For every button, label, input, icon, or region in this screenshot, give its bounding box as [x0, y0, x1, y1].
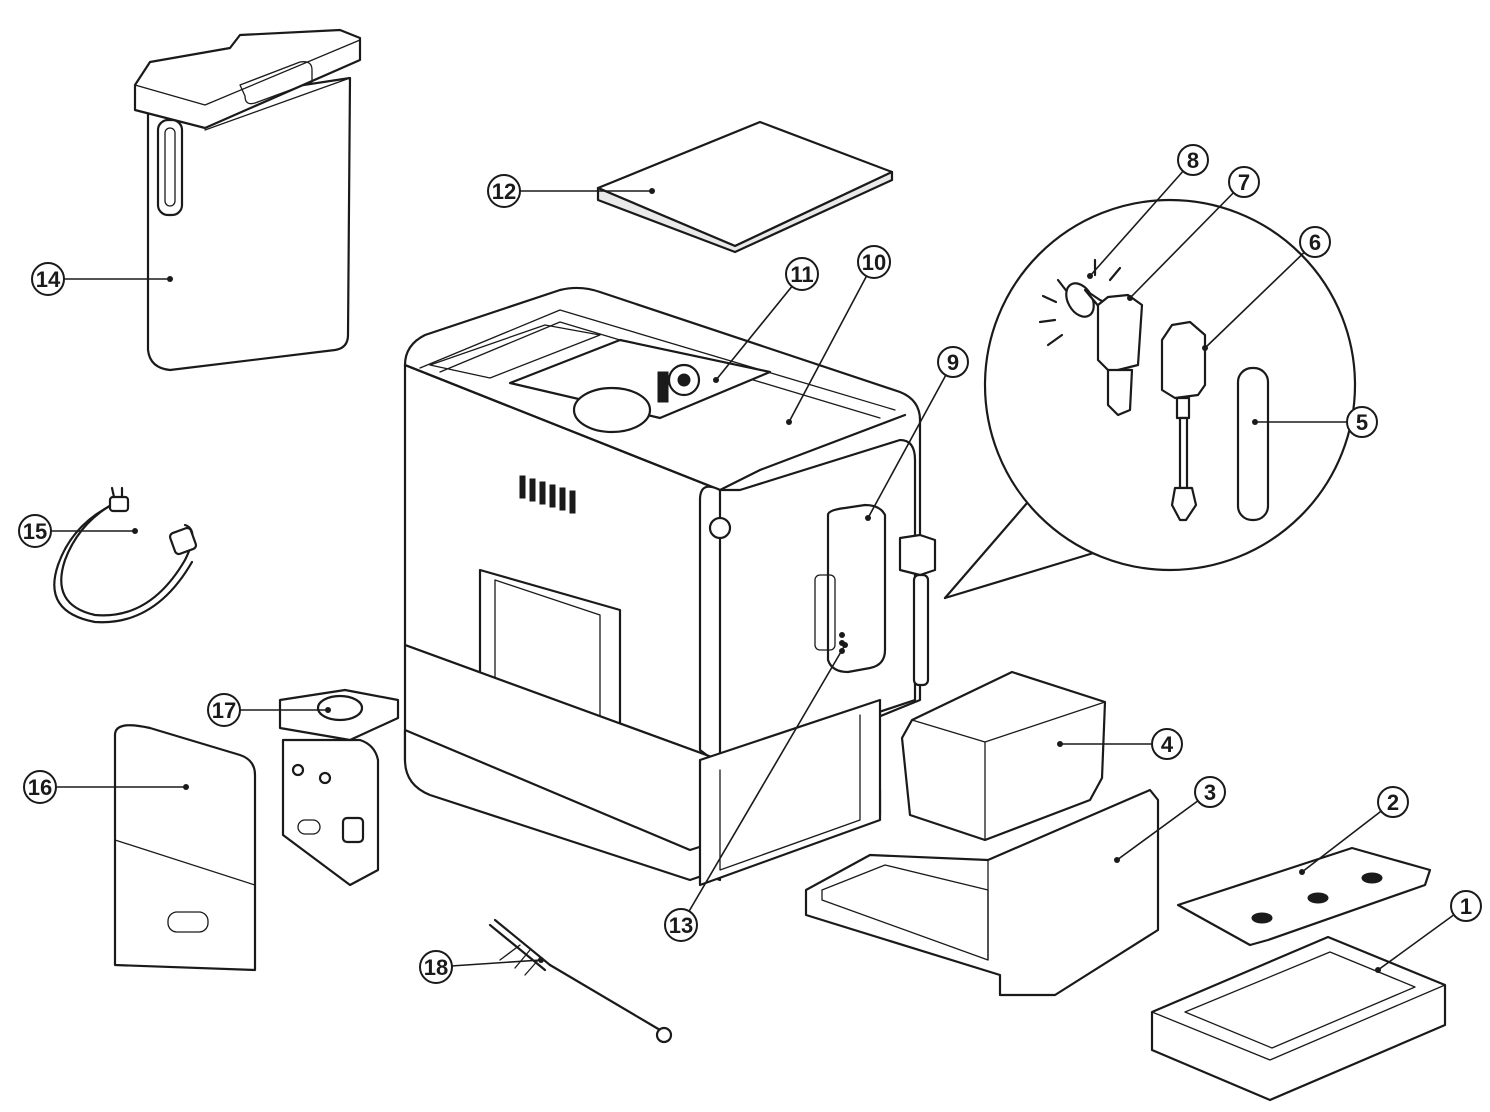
callout-11: 11 — [713, 257, 819, 383]
callout-label: 13 — [669, 913, 693, 938]
callout-label: 9 — [947, 350, 959, 375]
callout-7: 7 — [1127, 166, 1260, 301]
part-drip-tray-frame — [804, 788, 1160, 997]
callout-18: 18 — [419, 950, 544, 984]
callout-6: 6 — [1202, 226, 1331, 351]
callout-17: 17 — [207, 693, 331, 727]
part-cover-plate — [596, 120, 894, 254]
callout-3: 3 — [1114, 776, 1226, 863]
callout-14: 14 — [31, 262, 173, 296]
part-side-panel — [113, 724, 257, 972]
part-grounds-container — [900, 670, 1107, 842]
callout-9: 9 — [865, 346, 969, 521]
vent-slots — [519, 475, 576, 514]
callout-label: 6 — [1309, 230, 1321, 255]
callout-12: 12 — [487, 174, 655, 208]
callout-label: 14 — [36, 267, 61, 292]
callout-label: 5 — [1356, 410, 1368, 435]
callout-label: 12 — [492, 179, 516, 204]
callout-label: 4 — [1161, 732, 1174, 757]
callout-2: 2 — [1299, 786, 1409, 875]
detail-zoom-circle — [943, 198, 1357, 600]
callout-16: 16 — [23, 770, 189, 804]
callout-8: 8 — [1087, 144, 1209, 279]
callout-label: 3 — [1204, 780, 1216, 805]
callouts: 1 2 3 4 5 6 — [18, 144, 1482, 984]
part-brewing-unit — [278, 688, 400, 887]
callout-label: 7 — [1238, 170, 1250, 195]
part-cleaning-brush — [488, 918, 673, 1044]
callout-label: 11 — [790, 262, 813, 287]
callout-label: 16 — [28, 775, 52, 800]
part-power-cord — [53, 486, 198, 624]
callout-label: 17 — [212, 698, 236, 723]
callout-label: 8 — [1187, 148, 1199, 173]
callout-1: 1 — [1375, 890, 1482, 973]
light-rays — [1038, 258, 1122, 347]
part-drip-tray — [1150, 935, 1447, 1102]
callout-10: 10 — [786, 245, 891, 425]
callout-13: 13 — [664, 642, 848, 942]
callout-label: 15 — [23, 519, 47, 544]
callout-4: 4 — [1057, 728, 1183, 760]
callout-label: 18 — [424, 955, 448, 980]
callout-5: 5 — [1252, 406, 1378, 438]
part-drip-grid — [1176, 846, 1432, 947]
part-water-tank — [133, 28, 362, 372]
callout-label: 10 — [862, 250, 886, 275]
part-machine-body — [403, 286, 937, 887]
callout-label: 1 — [1460, 894, 1472, 919]
callout-label: 2 — [1387, 790, 1399, 815]
callout-15: 15 — [18, 514, 138, 548]
